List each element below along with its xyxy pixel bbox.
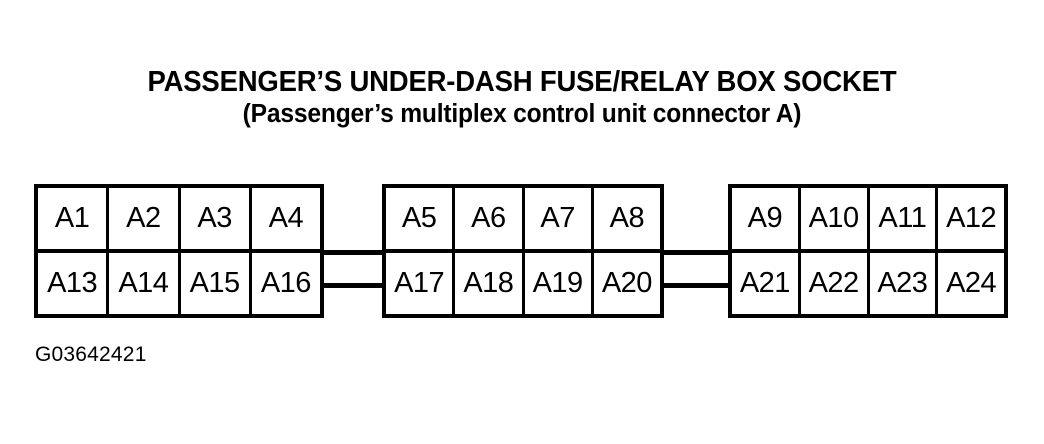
wire-gap2-upper bbox=[658, 250, 734, 255]
pin-cell[interactable]: A24 bbox=[946, 267, 997, 299]
connector-block-2: A5 A6 A7 A8 A17 A18 A19 A20 bbox=[382, 184, 664, 318]
pin-cell[interactable]: A2 bbox=[109, 188, 181, 249]
pin-row-top: A5 A6 A7 A8 bbox=[386, 188, 660, 253]
pin-cell[interactable]: A12 bbox=[946, 202, 997, 234]
pin-cell[interactable]: A23 bbox=[870, 253, 939, 314]
wire-gap1-upper bbox=[318, 250, 388, 255]
figure-title-primary: PASSENGER’S UNDER-DASH FUSE/RELAY BOX SO… bbox=[147, 66, 897, 98]
pin-cell[interactable]: A3 bbox=[181, 188, 252, 249]
pin-cell[interactable]: A10 bbox=[801, 188, 870, 249]
pin-row-bottom: A13 A14 A15 A16 bbox=[38, 253, 320, 314]
pin-cell[interactable]: A22 bbox=[801, 253, 870, 314]
pin-cell[interactable]: A17 bbox=[386, 253, 456, 314]
pin-cell[interactable]: A13 bbox=[38, 253, 110, 314]
pin-row-bottom: A21 A22 A23 A24 bbox=[732, 253, 1004, 314]
pin-row-top: A1 A2 A3 A4 bbox=[38, 188, 320, 253]
pin-cell[interactable]: A18 bbox=[455, 253, 525, 314]
pin-cell[interactable]: A16 bbox=[260, 267, 312, 299]
pin-cell[interactable]: A1 bbox=[38, 188, 110, 249]
pin-cell[interactable]: A5 bbox=[386, 188, 456, 249]
connector-block-1: A1 A2 A3 A4 A13 A14 A15 A16 bbox=[34, 184, 324, 318]
pin-cell[interactable]: A6 bbox=[455, 188, 525, 249]
pin-cell[interactable]: A11 bbox=[870, 188, 939, 249]
figure-caption: G03642421 bbox=[35, 343, 147, 366]
pin-cell[interactable]: A4 bbox=[268, 202, 304, 234]
connector-block-3: A9 A10 A11 A12 A21 A22 A23 A24 bbox=[728, 184, 1008, 318]
pin-cell[interactable]: A21 bbox=[732, 253, 801, 314]
pin-cell[interactable]: A15 bbox=[181, 253, 252, 314]
wire-gap1-lower bbox=[318, 283, 388, 288]
pin-row-bottom: A17 A18 A19 A20 bbox=[386, 253, 660, 314]
pin-cell[interactable]: A7 bbox=[525, 188, 594, 249]
figure-title-secondary: (Passenger’s multiplex control unit conn… bbox=[242, 100, 802, 128]
pin-cell[interactable]: A20 bbox=[601, 267, 653, 299]
pin-row-top: A9 A10 A11 A12 bbox=[732, 188, 1004, 253]
pin-cell[interactable]: A14 bbox=[109, 253, 181, 314]
pin-cell[interactable]: A9 bbox=[732, 188, 801, 249]
wire-gap2-lower bbox=[658, 283, 734, 288]
figure-title-block: PASSENGER’S UNDER-DASH FUSE/RELAY BOX SO… bbox=[0, 66, 1044, 129]
pin-cell[interactable]: A8 bbox=[609, 202, 645, 234]
pin-cell[interactable]: A19 bbox=[525, 253, 594, 314]
